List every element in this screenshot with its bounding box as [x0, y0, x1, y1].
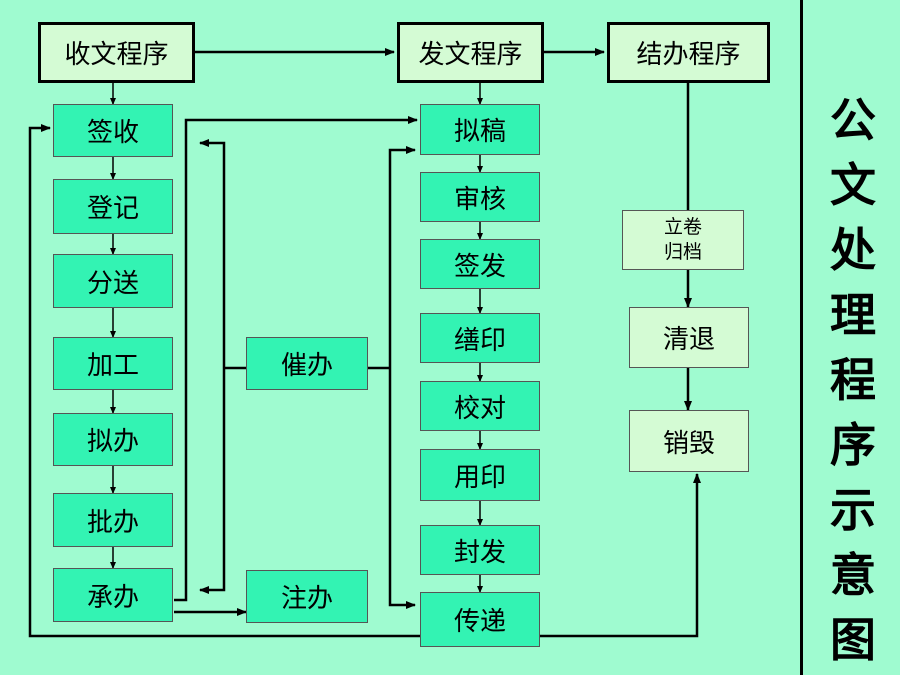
loop-to-sign	[28, 124, 540, 638]
urge-to-draft	[388, 146, 416, 368]
node-note: 注办	[246, 570, 368, 623]
step-proofread: 校对	[420, 381, 540, 431]
loop-to-destroy	[540, 473, 701, 638]
node-urge: 催办	[246, 337, 368, 390]
header-receive: 收文程序	[38, 22, 195, 83]
step-sign-issue: 签发	[420, 239, 540, 289]
step-review: 审核	[420, 172, 540, 222]
step-return: 清退	[629, 307, 749, 368]
step-register: 登记	[53, 179, 173, 234]
step-deliver: 传递	[420, 592, 540, 647]
arrow-to-draft	[174, 116, 418, 602]
header-send: 发文程序	[397, 22, 544, 83]
urge-to-deliver	[388, 368, 416, 609]
step-draft: 拟稿	[420, 104, 540, 155]
step-sign-receive: 签收	[53, 104, 173, 157]
step-undertake: 承办	[53, 568, 173, 622]
step-propose: 拟办	[53, 413, 173, 466]
step-seal: 用印	[420, 449, 540, 501]
header-finish: 结办程序	[607, 22, 770, 83]
title-strip	[803, 0, 900, 675]
step-print: 缮印	[420, 313, 540, 363]
step-envelope: 封发	[420, 525, 540, 575]
step-approve: 批办	[53, 493, 173, 547]
urge-to-sign	[199, 139, 226, 368]
diagram-title: 公文处理程序示意图	[830, 93, 876, 667]
step-process: 加工	[53, 337, 173, 390]
step-archive: 立卷 归档	[622, 210, 744, 270]
step-distribute: 分送	[53, 254, 173, 308]
urge-to-undertake	[199, 368, 226, 594]
step-destroy: 销毁	[629, 410, 749, 472]
